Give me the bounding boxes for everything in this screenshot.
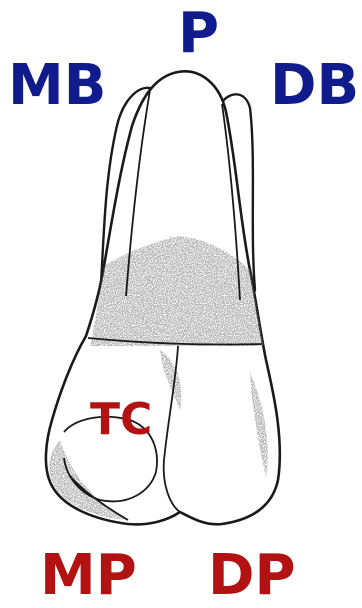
label-talon-cusp: TC bbox=[90, 398, 152, 442]
label-distobuccal: DB bbox=[270, 58, 359, 114]
label-palatal: P bbox=[178, 6, 219, 62]
label-mesiobuccal: MB bbox=[8, 58, 106, 114]
label-distopalatal: DP bbox=[208, 548, 296, 604]
label-mesiopalatal: MP bbox=[40, 548, 137, 604]
